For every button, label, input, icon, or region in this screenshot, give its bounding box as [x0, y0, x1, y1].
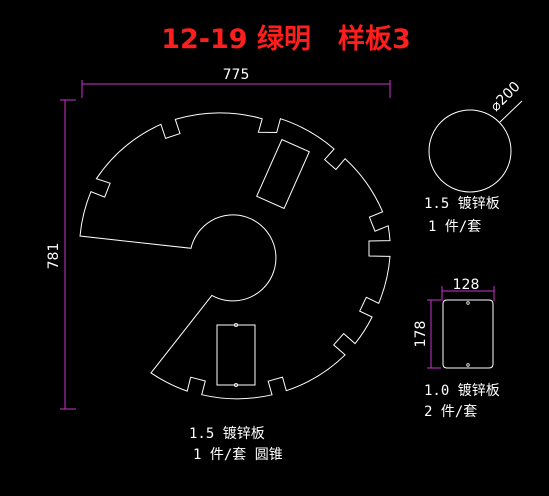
plate-width-label: 128	[453, 277, 480, 293]
drawing-title: 12-19 绿明 样板3	[161, 23, 411, 55]
upper-rect-cutout	[256, 138, 310, 210]
lower-rect-cutout	[216, 324, 256, 386]
main-part-quantity: 1 件/套 圆锥	[193, 447, 283, 463]
diameter-leader	[499, 100, 523, 123]
mark-hole	[233, 382, 238, 387]
mark-hole	[466, 301, 470, 305]
plate-height-dimension	[427, 299, 441, 369]
circle-material: 1.5 镀锌板	[424, 195, 500, 212]
plate-blank	[442, 299, 494, 369]
height-dimension	[60, 99, 76, 410]
mark-hole	[233, 322, 238, 327]
plate-width-dimension	[441, 286, 495, 301]
width-dimension	[81, 80, 391, 98]
circle-blank	[428, 109, 512, 193]
height-dimension-label: 781	[46, 243, 62, 270]
plate-quantity: 2 件/套	[424, 404, 477, 420]
diameter-label: ⌀200	[488, 79, 524, 115]
circle-quantity: 1 件/套	[428, 219, 481, 235]
plate-material: 1.0 镀锌板	[424, 382, 500, 399]
main-part-material: 1.5 镀锌板	[189, 425, 265, 442]
mark-hole	[466, 363, 470, 367]
width-dimension-label: 775	[223, 67, 250, 83]
plate-height-label: 178	[413, 321, 429, 348]
cone-development-outline	[79, 112, 391, 400]
